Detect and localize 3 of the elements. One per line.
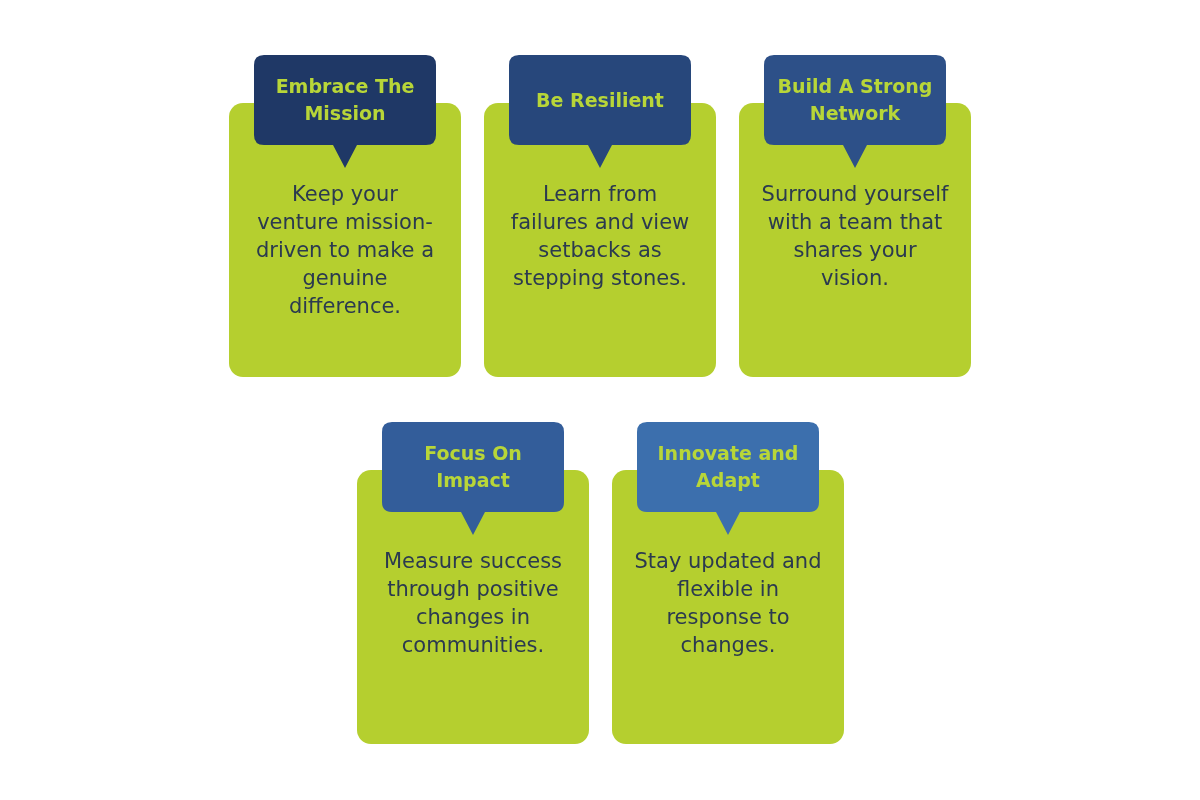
heading-tab: Innovate and Adapt xyxy=(637,422,819,535)
heading-tab: Focus On Impact xyxy=(382,422,564,535)
heading-tab: Be Resilient xyxy=(509,55,691,168)
